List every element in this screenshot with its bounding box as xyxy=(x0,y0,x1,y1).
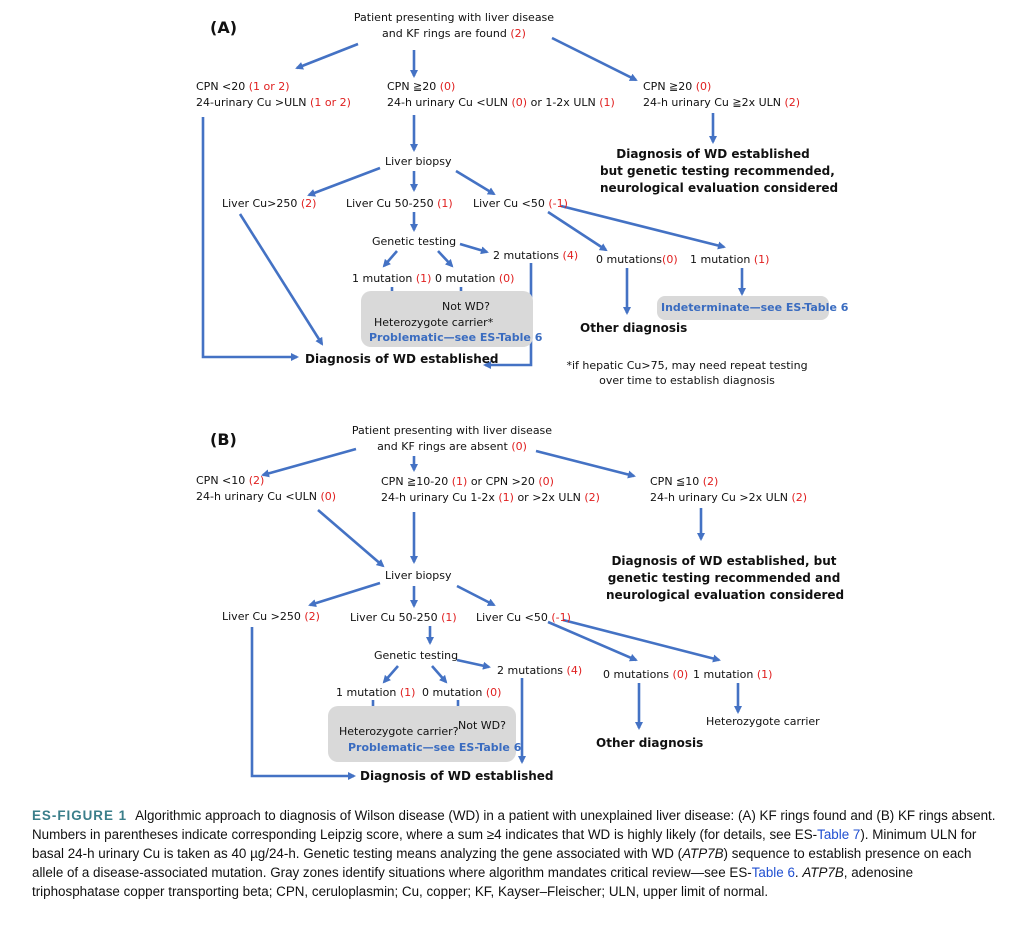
arrow-a-low-one xyxy=(560,204,726,250)
b-liver-cu-low: Liver Cu <50 (-1) xyxy=(476,611,571,624)
arrow-a-left-to-dx xyxy=(201,117,299,361)
a-zero-mutation: 0 mutation (0) xyxy=(435,272,515,285)
arrow-b-start-left xyxy=(261,447,357,478)
arrow-b-genetic-zero xyxy=(431,665,448,684)
a-genetic-testing: Genetic testing xyxy=(372,235,457,248)
b-liver-cu-mid: Liver Cu 50-250 (1) xyxy=(350,611,457,624)
a-problematic-link[interactable]: Problematic—see ES-Table 6 xyxy=(369,331,543,344)
arrow-a-low-zero xyxy=(547,210,608,252)
a-right-diagnosis: Diagnosis of WD established but genetic … xyxy=(600,147,839,195)
figure-number: ES-FIGURE 1 xyxy=(32,808,128,823)
b-mid-criteria: CPN ≧10-20 (1) or CPN >20 (0) 24-h urina… xyxy=(381,475,600,504)
a-zero-mutations-right: 0 mutations(0) xyxy=(596,253,678,266)
arrow-a-start-left xyxy=(295,42,359,70)
arrow-b-biopsy-high xyxy=(308,581,381,608)
arrow-b-low-zero xyxy=(547,620,638,662)
b-gray-zone xyxy=(328,706,516,762)
arrow-b-high-dx xyxy=(250,627,356,780)
b-diagnosis-established: Diagnosis of WD established xyxy=(360,769,554,783)
arrow-a-start-right xyxy=(551,36,638,82)
a-gray-zone xyxy=(361,291,533,347)
arrow-a-genetic-one xyxy=(382,250,398,268)
b-liver-cu-high: Liver Cu >250 (2) xyxy=(222,610,320,623)
b-start-node: Patient presenting with liver disease an… xyxy=(351,424,553,453)
arrow-layer xyxy=(201,36,746,780)
a-footnote: *if hepatic Cu>75, may need repeat testi… xyxy=(566,359,808,387)
b-right-diagnosis: Diagnosis of WD established, but genetic… xyxy=(606,554,845,602)
arrow-a-biopsy-low xyxy=(455,169,496,196)
b-problematic-link[interactable]: Problematic—see ES-Table 6 xyxy=(348,741,522,754)
b-heterozygote-carrier: Heterozygote carrier? xyxy=(339,725,459,738)
arrow-a-biopsy-high xyxy=(307,166,381,197)
b-zero-mutations-right: 0 mutations (0) xyxy=(603,668,689,681)
b-two-mutations: 2 mutations (4) xyxy=(497,664,583,677)
arrow-b-left-biopsy xyxy=(317,509,385,568)
a-mid-criteria: CPN ≧20 (0) 24-h urinary Cu <ULN (0) or … xyxy=(387,80,615,109)
b-not-wd: Not WD? xyxy=(458,719,506,732)
a-two-mutations: 2 mutations (4) xyxy=(493,249,579,262)
a-liver-cu-low: Liver Cu <50 (-1) xyxy=(473,197,568,210)
a-start-node: Patient presenting with liver disease an… xyxy=(353,11,555,40)
arrow-b-genetic-one xyxy=(382,665,399,684)
a-one-mutation: 1 mutation (1) xyxy=(352,272,432,285)
b-zero-mutation: 0 mutation (0) xyxy=(422,686,502,699)
a-one-mutation-right: 1 mutation (1) xyxy=(690,253,770,266)
a-liver-cu-high: Liver Cu>250 (2) xyxy=(222,197,317,210)
a-diagnosis-established: Diagnosis of WD established xyxy=(305,352,499,366)
a-not-wd: Not WD? xyxy=(442,300,490,313)
panel-a-label: (A) xyxy=(210,18,238,37)
a-heterozygote-carrier: Heterozygote carrier* xyxy=(374,316,494,329)
arrow-a-genetic-two xyxy=(459,242,489,255)
arrow-b-biopsy-low xyxy=(456,584,496,607)
a-right-criteria: CPN ≧20 (0) 24-h urinary Cu ≧2x ULN (2) xyxy=(643,80,801,109)
b-left-criteria: CPN <10 (2) 24-h urinary Cu <ULN (0) xyxy=(196,474,337,503)
b-one-mutation-right: 1 mutation (1) xyxy=(693,668,773,681)
a-liver-cu-mid: Liver Cu 50-250 (1) xyxy=(346,197,453,210)
b-het-carrier-result: Heterozygote carrier xyxy=(706,715,820,728)
a-left-criteria: CPN <20 (1 or 2) 24-urinary Cu >ULN (1 o… xyxy=(196,80,351,109)
arrow-b-start-right xyxy=(535,449,636,479)
a-indeterminate-link[interactable]: Indeterminate—see ES-Table 6 xyxy=(661,301,849,314)
b-other-diagnosis: Other diagnosis xyxy=(596,736,704,750)
b-genetic-testing: Genetic testing xyxy=(374,649,459,662)
a-liver-biopsy: Liver biopsy xyxy=(385,155,452,168)
arrow-a-genetic-zero xyxy=(437,250,454,268)
a-other-diagnosis: Other diagnosis xyxy=(580,321,688,335)
table-7-link[interactable]: Table 7 xyxy=(817,827,861,842)
table-6-link[interactable]: Table 6 xyxy=(751,865,795,880)
arrow-b-genetic-two xyxy=(456,658,491,670)
panel-b-label: (B) xyxy=(210,430,237,449)
b-one-mutation: 1 mutation (1) xyxy=(336,686,416,699)
b-liver-biopsy: Liver biopsy xyxy=(385,569,452,582)
arrow-b-low-one xyxy=(562,618,721,663)
a-indeterminate-zone xyxy=(657,296,829,320)
arrow-a-high-dx xyxy=(238,213,324,346)
b-right-criteria: CPN ≦10 (2) 24-h urinary Cu >2x ULN (2) xyxy=(650,475,808,504)
